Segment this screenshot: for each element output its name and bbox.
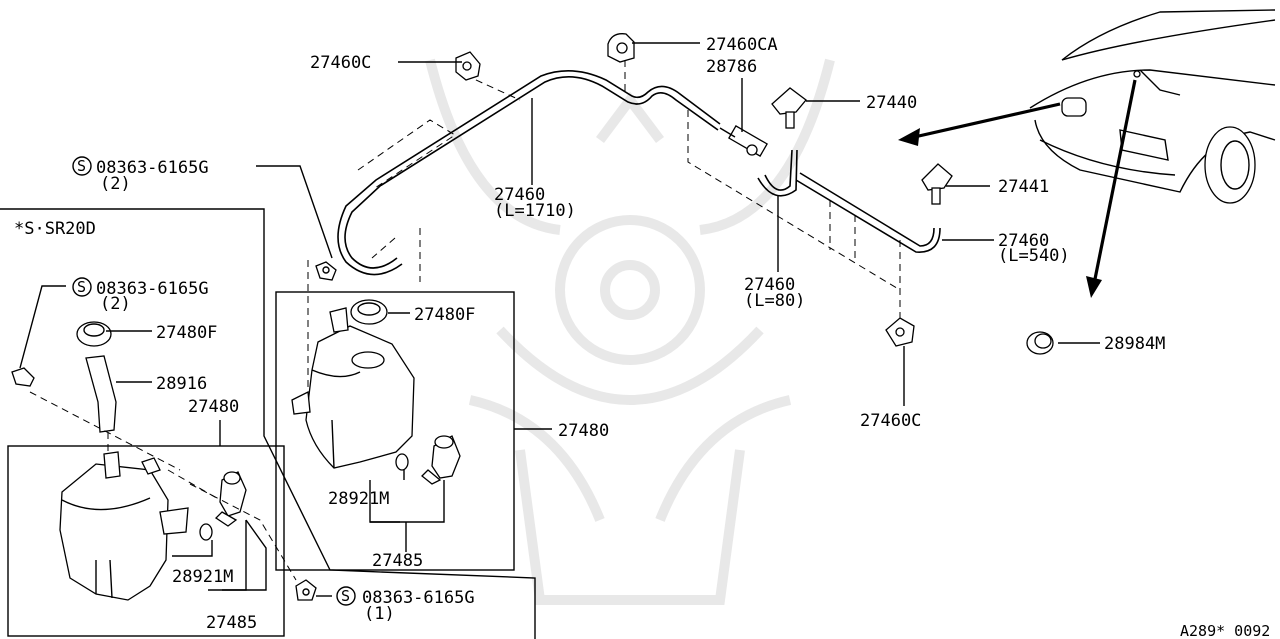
label-28921M-left: 28921M: [172, 567, 233, 587]
cap-27480F-left: [76, 321, 112, 347]
nozzle-27441: [921, 163, 953, 205]
screw-top: [315, 261, 337, 281]
label-28786: 28786: [706, 57, 757, 77]
label-27460C-bottom: 27460C: [860, 411, 921, 431]
label-screw-bottom-qty: (1): [364, 604, 395, 624]
label-screw-top: 08363-6165G: [96, 158, 209, 178]
label-27480-right: 27480: [558, 421, 609, 441]
label-27460-main: 27460: [494, 185, 545, 205]
label-screw-left: 08363-6165G: [96, 279, 209, 299]
tank-27480-left: [59, 451, 189, 601]
screw-left: [11, 367, 35, 387]
vehicle-outline: [1029, 9, 1276, 204]
label-screw-left-qty: (2): [100, 294, 131, 314]
label-27460-main-length: (L=1710): [494, 201, 576, 221]
svg-text:S: S: [77, 157, 86, 175]
pump-27485-left: [214, 471, 247, 527]
label-27460C-top: 27460C: [310, 53, 371, 73]
dashed-guides-top: [307, 60, 901, 400]
dashed-guides-left: [29, 391, 297, 581]
label-28984M: 28984M: [1104, 334, 1165, 354]
label-27440: 27440: [866, 93, 917, 113]
seal-28921M-right: [395, 453, 409, 471]
cap-28984M: [1026, 331, 1054, 355]
label-28916: 28916: [156, 374, 207, 394]
label-variant-note: *S·SR20D: [14, 219, 96, 239]
s-symbol-left: S: [72, 277, 92, 297]
variant-frame: [0, 208, 536, 639]
hose-27460-main: [337, 70, 721, 276]
label-27460-80-length: (L=80): [744, 291, 805, 311]
label-28921M-right: 28921M: [328, 489, 389, 509]
hose-27460-80: [757, 149, 798, 197]
label-27480-left: 27480: [188, 397, 239, 417]
svg-text:S: S: [77, 278, 86, 296]
hose-27460-540: [795, 172, 941, 253]
diagram-code: A289* 0092: [1180, 622, 1270, 639]
tank-27480-right: [291, 307, 415, 469]
label-27460-540-length: (L=540): [998, 246, 1070, 266]
clip-27460CA: [607, 33, 635, 63]
callout-arrows: [898, 79, 1137, 298]
label-27485-left: 27485: [206, 613, 257, 633]
connector-28786: [719, 125, 768, 157]
watermark-emblem: [425, 58, 835, 605]
label-screw-bottom: 08363-6165G: [362, 588, 475, 608]
label-27460CA: 27460CA: [706, 35, 778, 55]
tank-assembly-right-frame: [275, 291, 515, 571]
nozzle-27440: [771, 87, 807, 129]
pump-27485-right: [421, 435, 461, 485]
svg-text:S: S: [341, 587, 350, 605]
filler-neck-28916: [85, 355, 117, 433]
label-27480F-right: 27480F: [414, 305, 475, 325]
clip-27460C-top: [455, 51, 481, 81]
label-screw-top-qty: (2): [100, 174, 131, 194]
label-27460-80: 27460: [744, 275, 795, 295]
label-27480F-left: 27480F: [156, 323, 217, 343]
leader-lines: [19, 42, 1100, 597]
cap-27480F-right: [350, 299, 388, 325]
s-symbol-top: S: [72, 156, 92, 176]
s-symbol-bottom: S: [336, 586, 356, 606]
label-27485-right: 27485: [372, 551, 423, 571]
clip-27460C-bottom: [885, 317, 915, 347]
seal-28921M-left: [199, 523, 213, 541]
screw-bottom: [295, 579, 317, 601]
label-27441: 27441: [998, 177, 1049, 197]
label-27460-540: 27460: [998, 231, 1049, 251]
